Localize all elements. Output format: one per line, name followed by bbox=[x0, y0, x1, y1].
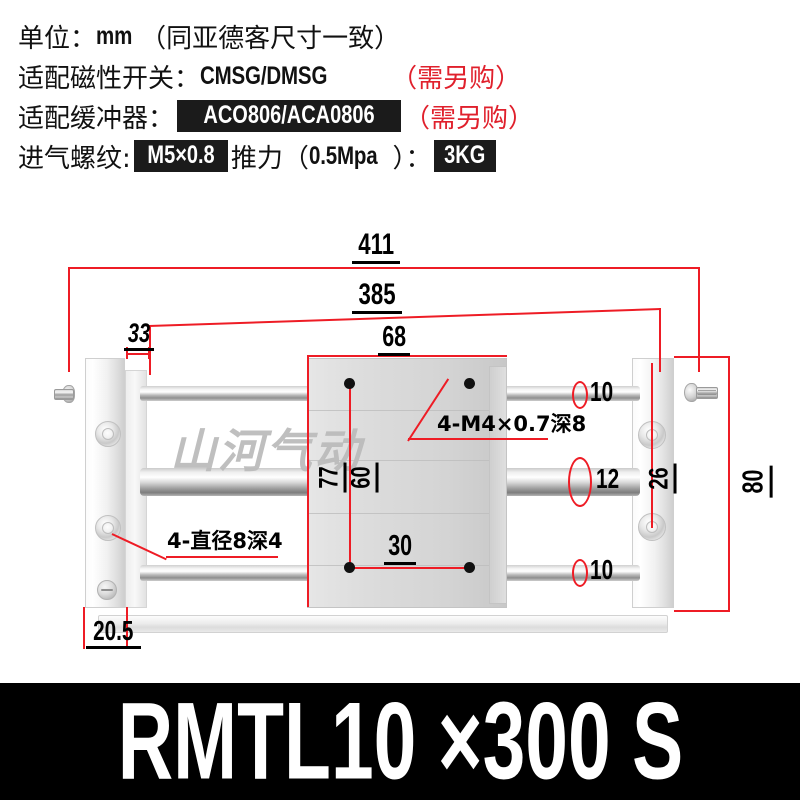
rod-dia-bottom-marker bbox=[572, 559, 588, 587]
dim-80-label: 80 bbox=[738, 465, 773, 498]
rod-dia-bottom-label: 10 bbox=[590, 554, 614, 585]
carriage-side-face bbox=[489, 366, 507, 604]
dim-30-label: 30 bbox=[384, 532, 417, 565]
thrust-pressure: 0.5Mpa bbox=[308, 141, 378, 170]
dim-33-label: 33 bbox=[124, 320, 155, 351]
spec-line-unit: 单位： mm （同亚德客尺寸一致） bbox=[18, 16, 718, 56]
dim-411-label: 411 bbox=[352, 230, 401, 264]
dim-68-ext-left bbox=[307, 355, 309, 607]
dim-60-label: 60 bbox=[346, 462, 379, 493]
spec-line-air-thread: 进气螺纹: M5×0.8 推力（ 0.5Mpa ）： 3KG bbox=[18, 136, 718, 176]
dim-33-ext-right bbox=[148, 347, 150, 359]
right-port-thread-1 bbox=[698, 390, 716, 391]
rod-dia-top-label: 10 bbox=[590, 376, 614, 407]
technical-drawing: 山河气动 411 385 33 68 77 bbox=[0, 225, 800, 675]
shock-absorber-chip: ACO806/ACA0806 bbox=[177, 100, 402, 132]
dim-26-label: 26 bbox=[644, 463, 677, 494]
dim-411-line bbox=[68, 267, 700, 269]
shock-absorber-label: 适配缓冲器： bbox=[18, 103, 175, 134]
unit-label: 单位： bbox=[18, 23, 97, 54]
dim-411-ext-right bbox=[698, 267, 700, 372]
brand-watermark: 山河气动 bbox=[170, 424, 362, 478]
magnetic-switch-value: CMSG/DMSG bbox=[200, 61, 328, 90]
dim-68-line bbox=[307, 355, 507, 357]
left-mount-boss-top bbox=[95, 421, 121, 447]
spec-line-magnetic-switch: 适配磁性开关： CMSG/DMSG （需另购） bbox=[18, 56, 718, 96]
dim-80-top bbox=[674, 356, 730, 358]
air-thread-chip: M5×0.8 bbox=[133, 140, 228, 172]
shock-absorber-note: （需另购） bbox=[404, 103, 535, 134]
thrust-value-chip: 3KG bbox=[434, 140, 496, 172]
dim-411-ext-left bbox=[68, 267, 70, 372]
dim-30-line bbox=[349, 567, 469, 569]
dim-33-line bbox=[126, 353, 150, 355]
carriage-seam-2 bbox=[307, 460, 507, 461]
rod-dia-top-marker bbox=[572, 381, 588, 409]
magnetic-switch-note: （需另购） bbox=[391, 63, 522, 94]
thrust-colon: ）： bbox=[392, 143, 432, 174]
dim-205-label: 20.5 bbox=[86, 617, 141, 649]
model-number: RMTL10 ×300 S bbox=[117, 679, 683, 800]
unit-suffix: （同亚德客尺寸一致） bbox=[140, 23, 401, 54]
model-banner: RMTL10 ×300 S bbox=[0, 683, 800, 800]
dim-80-bottom bbox=[674, 610, 730, 612]
dim-60-line bbox=[349, 383, 351, 568]
dim-205-ext-left bbox=[83, 607, 85, 649]
carriage-seam-3 bbox=[307, 513, 507, 514]
callout-m4-text: 4-M4×0.7深8 bbox=[437, 412, 587, 436]
left-screw-slot bbox=[101, 589, 113, 591]
right-port-fitting bbox=[696, 387, 718, 399]
base-rail bbox=[98, 615, 668, 633]
left-port-fitting bbox=[54, 389, 74, 400]
specification-list: 单位： mm （同亚德客尺寸一致） 适配磁性开关： CMSG/DMSG （需另购… bbox=[18, 16, 718, 176]
dim-385-label: 385 bbox=[352, 280, 403, 314]
dim-77-label: 77 bbox=[314, 462, 347, 493]
dim-33-ext-left bbox=[126, 347, 128, 359]
callout-dia8-leader-base bbox=[166, 556, 278, 558]
thrust-label: 推力（ bbox=[230, 143, 309, 174]
carriage-seam-1 bbox=[307, 410, 507, 411]
left-end-cap bbox=[85, 358, 125, 608]
spec-line-shock-absorber: 适配缓冲器： ACO806/ACA0806 （需另购） bbox=[18, 96, 718, 136]
magnetic-switch-label: 适配磁性开关： bbox=[18, 63, 201, 94]
callout-dia8-text: 4-直径8深4 bbox=[167, 529, 283, 553]
rod-dia-middle-label: 12 bbox=[596, 463, 620, 494]
carriage-seam-4 bbox=[307, 565, 507, 566]
carriage-hole-bottom-right bbox=[464, 562, 475, 573]
left-mount-hole-top bbox=[102, 428, 114, 440]
dim-205-ext-right bbox=[126, 607, 128, 649]
dim-68-label: 68 bbox=[378, 323, 411, 356]
dim-26-line bbox=[651, 363, 653, 528]
air-thread-label: 进气螺纹: bbox=[18, 143, 131, 174]
carriage-hole-bottom-left bbox=[344, 562, 355, 573]
callout-m4-leader-base bbox=[408, 438, 548, 440]
rod-dia-middle-marker bbox=[568, 457, 592, 507]
dim-80-line bbox=[728, 356, 730, 612]
left-mount-hole-bottom bbox=[102, 522, 114, 534]
right-port-thread-2 bbox=[698, 394, 716, 395]
carriage-hole-top-right bbox=[464, 378, 475, 389]
unit-value: mm bbox=[96, 21, 133, 50]
carriage-hole-top-left bbox=[344, 378, 355, 389]
dim-385-ext-right bbox=[659, 308, 661, 372]
